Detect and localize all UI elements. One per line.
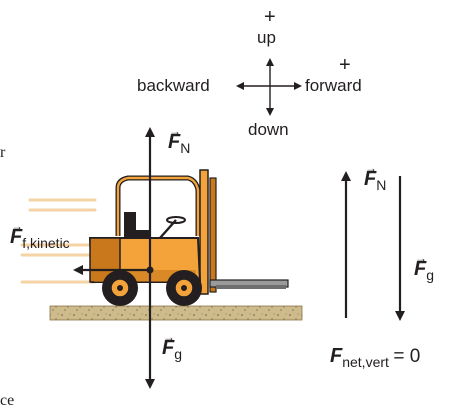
net-vertical-force-equation: Fnet,vert = 0 xyxy=(330,345,421,370)
friction-force-symbol: F xyxy=(10,226,23,248)
gravity-force-label: → Fg xyxy=(162,330,183,362)
gravity-force-subscript: g xyxy=(174,346,183,362)
front-wheel xyxy=(166,270,202,306)
normal-force-subscript: N xyxy=(180,140,191,156)
normal-force-symbol: F xyxy=(168,131,181,153)
fbd-normal-symbol: F xyxy=(364,168,377,190)
friction-force-subscript: f,kinetic xyxy=(22,235,70,251)
up-plus-sign: + xyxy=(264,6,276,28)
normal-force-label: → FN xyxy=(168,124,191,156)
direction-compass xyxy=(236,58,302,116)
fbd-gravity-subscript: g xyxy=(426,267,435,283)
forward-plus-sign: + xyxy=(339,54,351,76)
fbd-normal-subscript: N xyxy=(376,177,387,193)
forklift xyxy=(88,169,289,306)
backward-label: backward xyxy=(137,76,210,95)
down-label: down xyxy=(248,120,289,139)
net-vertical-symbol: F xyxy=(330,345,343,367)
rear-wheel xyxy=(102,270,138,306)
left-edge-text-fragment-top: r xyxy=(0,144,6,161)
forward-label: forward xyxy=(305,76,362,95)
motion-lines xyxy=(20,198,97,284)
center-of-mass-point xyxy=(146,266,154,274)
fbd-normal-label: → FN xyxy=(364,161,387,193)
fbd-gravity-label: → Fg xyxy=(414,251,435,283)
ground-surface xyxy=(49,305,303,321)
gravity-force-symbol: F xyxy=(162,337,175,359)
fbd-gravity-symbol: F xyxy=(414,258,427,280)
friction-force-label: → Ff,kinetic xyxy=(10,219,70,251)
net-vertical-subscript: net,vert xyxy=(342,354,389,370)
left-edge-text-fragment-bottom: ce xyxy=(0,392,15,409)
net-vertical-equals: = 0 xyxy=(393,346,421,367)
up-label: up xyxy=(257,28,276,47)
